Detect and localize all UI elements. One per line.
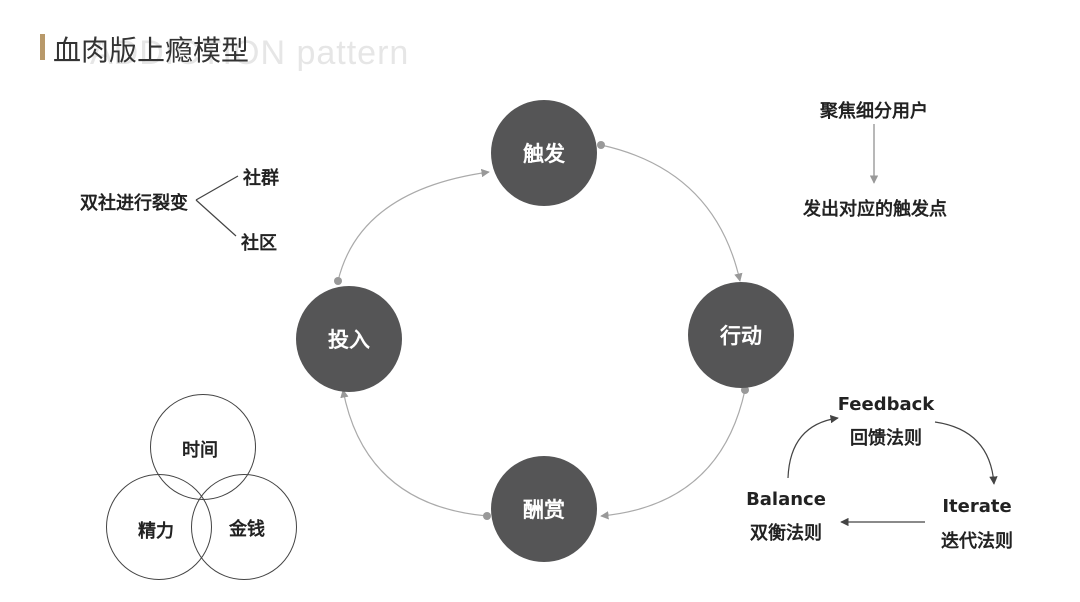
venn-label-time: 时间: [182, 440, 218, 461]
venn-circle-money: [191, 474, 297, 580]
arc-investment-to-trigger: [337, 168, 490, 282]
arc-action-to-reward: [600, 389, 746, 520]
trigger-flow-step-2: 发出对应的触发点: [803, 199, 947, 220]
venn-label-energy: 精力: [138, 521, 174, 542]
arc-reward-to-investment: [340, 389, 488, 517]
trigger-flow-step-1: 聚焦细分用户: [820, 101, 928, 122]
node-reward: 酬赏: [491, 456, 597, 562]
branch-line-2: [195, 199, 237, 237]
node-trigger: 触发: [491, 100, 597, 206]
loop-arrow-balance-to-feedback: [787, 414, 839, 479]
subtitle-watermark: ADDICTION pattern: [90, 34, 410, 72]
loop-arrow-feedback-to-iterate: [934, 421, 998, 485]
loop-feedback-cn: 回馈法则: [850, 428, 922, 449]
title-accent-bar: [40, 34, 45, 60]
loop-balance-cn: 双衡法则: [750, 523, 822, 544]
node-action: 行动: [688, 282, 794, 388]
loop-balance-en: Balance: [746, 489, 826, 510]
branch-line-1: [195, 175, 239, 201]
page-title: 血肉版上瘾模型: [53, 34, 250, 67]
social-root-label: 双社进行裂变: [80, 193, 188, 214]
loop-iterate-cn: 迭代法则: [941, 531, 1013, 552]
arc-trigger-to-action: [600, 144, 743, 282]
social-branch-community: 社区: [241, 233, 277, 254]
social-branch-community-group: 社群: [243, 168, 279, 189]
venn-label-money: 金钱: [229, 519, 265, 540]
loop-feedback-en: Feedback: [837, 394, 935, 415]
loop-iterate-en: Iterate: [942, 496, 1012, 517]
node-investment: 投入: [296, 286, 402, 392]
